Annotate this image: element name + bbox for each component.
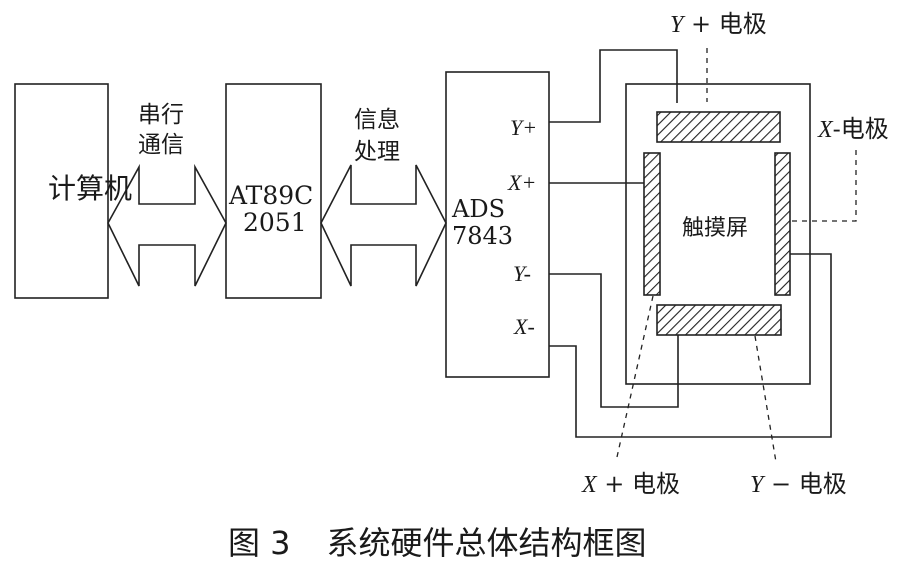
electrode-label-x-minus-sign: - [832,115,841,143]
leader-x-minus [790,150,857,222]
electrode-label-y-plus-name: 电极 [718,10,767,38]
electrode-label-x-plus-name: 电极 [632,470,681,498]
pin-x-plus: X+ [508,170,537,195]
serial-comm-line1: 串行 [138,102,184,128]
electrode-label-x-plus-sign: + [596,470,633,498]
electrode-y-plus [656,111,781,143]
processing-double-arrow [320,164,447,287]
figure-caption: 图 3 系统硬件总体结构框图 [228,527,647,559]
mcu-label-line1: AT89C [229,181,314,210]
electrode-label-x-minus: X-电极 [818,117,889,142]
figure-number: 图 3 [228,524,291,562]
electrode-x-plus [643,152,661,296]
adc-label-line2: 7843 [452,222,514,250]
electrode-label-y-minus-var: Y [750,472,764,498]
pin-y-plus: Y+ [510,115,538,140]
electrode-label-y-plus-sign: + [683,10,719,38]
wire-x-minus [549,253,832,438]
info-processing-line1: 信息 [354,107,400,133]
electrode-label-y-minus: Y − 电极 [750,472,847,497]
pin-x-minus: X- [514,314,535,339]
electrode-label-x-plus: X + 电极 [582,472,680,497]
touchscreen-frame [625,83,811,385]
electrode-label-y-minus-name: 电极 [798,470,847,498]
electrode-label-x-minus-var: X [818,117,833,143]
serial-double-arrow [107,163,227,287]
electrode-label-y-plus-var: Y [670,12,684,38]
info-processing-label: 信息 处理 [354,104,400,168]
pin-y-minus: Y- [513,261,531,286]
computer-block [14,83,109,299]
wire-y-plus [549,49,678,123]
electrode-label-y-minus-sign: − [763,470,799,498]
electrode-label-y-plus: Y + 电极 [670,12,767,37]
computer-label: 计算机 [48,172,133,205]
info-processing-line2: 处理 [354,139,400,165]
figure-title: 系统硬件总体结构框图 [326,524,647,562]
serial-comm-line2: 通信 [138,132,184,158]
adc-label-line1: ADS [452,195,506,223]
electrode-label-x-plus-var: X [582,472,597,498]
leader-x-plus [616,295,654,458]
touchscreen-label: 触摸屏 [682,216,749,241]
wire-y-minus [549,273,679,408]
mcu-label-line2: 2051 [243,208,307,237]
serial-comm-label: 串行 通信 [138,100,184,160]
leader-y-minus [754,335,777,463]
mcu-block [225,83,322,299]
mcu-label: AT89C 2051 [229,183,313,235]
electrode-y-minus [656,304,782,336]
electrode-label-x-minus-name: 电极 [840,115,889,143]
electrode-x-minus [774,152,791,296]
adc-label: ADS 7843 [452,197,513,248]
